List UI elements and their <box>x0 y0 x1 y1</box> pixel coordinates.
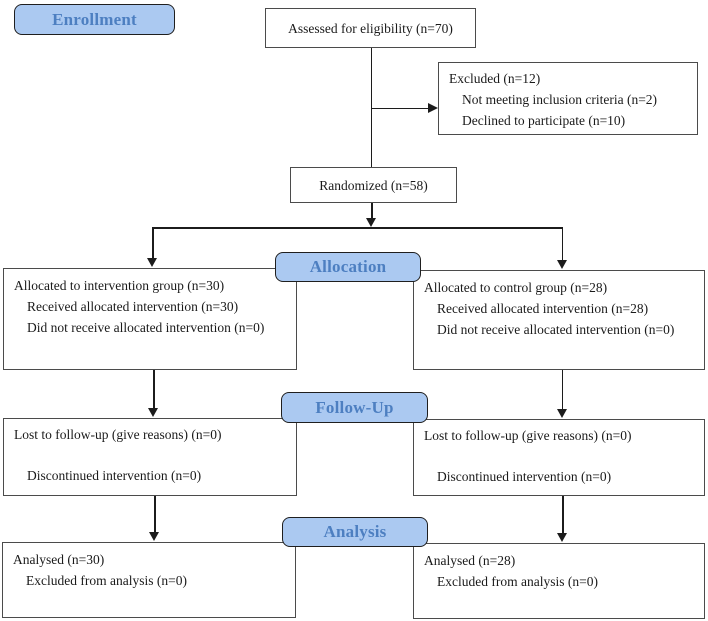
connector-line <box>562 496 564 533</box>
box-line: Did not receive allocated intervention (… <box>437 322 675 337</box>
arrowhead-right-icon <box>428 102 438 113</box>
analysis-intervention-box: Analysed (n=30) Excluded from analysis (… <box>2 542 296 618</box>
arrowhead-down-icon <box>149 532 160 541</box>
box-line: Did not receive allocated intervention (… <box>27 320 265 335</box>
box-line: Excluded from analysis (n=0) <box>437 574 598 589</box>
box-line: Excluded from analysis (n=0) <box>26 573 187 588</box>
connector-line <box>153 370 155 408</box>
box-line: Excluded (n=12) <box>449 71 541 86</box>
enrollment-stage-label: Enrollment <box>14 4 175 35</box>
box-line: Assessed for eligibility (n=70) <box>288 20 453 36</box>
arrowhead-down-icon <box>556 260 567 269</box>
allocation-stage-label: Allocation <box>275 252 421 282</box>
box-line: Received allocated intervention (n=28) <box>437 301 649 316</box>
box-line: Not meeting inclusion criteria (n=2) <box>462 92 658 107</box>
assessed-eligibility-box: Assessed for eligibility (n=70) <box>265 8 476 48</box>
followup-intervention-box: Lost to follow-up (give reasons) (n=0) D… <box>3 418 297 496</box>
box-line: Declined to participate (n=10) <box>462 113 626 128</box>
arrowhead-down-icon <box>557 533 568 542</box>
connector-line <box>561 370 563 409</box>
analysis-stage-label: Analysis <box>282 517 428 547</box>
intervention-group-box: Allocated to intervention group (n=30) R… <box>3 268 297 370</box>
box-line: Discontinued intervention (n=0) <box>27 468 202 483</box>
box-line: Allocated to control group (n=28) <box>424 280 608 295</box>
box-line: Randomized (n=58) <box>319 177 428 193</box>
followup-control-box: Lost to follow-up (give reasons) (n=0) D… <box>413 419 705 496</box>
connector-line <box>152 227 563 229</box>
box-line: Lost to follow-up (give reasons) (n=0) <box>14 427 222 442</box>
connector-line <box>152 227 154 258</box>
analysis-control-box: Analysed (n=28) Excluded from analysis (… <box>413 543 705 619</box>
arrowhead-down-icon <box>147 258 158 267</box>
box-line: Discontinued intervention (n=0) <box>437 469 612 484</box>
box-line: Lost to follow-up (give reasons) (n=0) <box>424 428 632 443</box>
randomized-box: Randomized (n=58) <box>290 167 457 203</box>
box-line: Allocated to intervention group (n=30) <box>14 278 225 293</box>
connector-line <box>371 203 373 219</box>
connector-line <box>371 107 428 109</box>
connector-line <box>154 496 156 532</box>
excluded-box: Excluded (n=12) Not meeting inclusion cr… <box>438 62 698 135</box>
box-line: Analysed (n=28) <box>424 553 516 568</box>
control-group-box: Allocated to control group (n=28) Receiv… <box>413 270 705 370</box>
connector-line <box>561 227 563 260</box>
arrowhead-down-icon <box>366 218 377 227</box>
followup-stage-label: Follow-Up <box>281 392 428 423</box>
arrowhead-down-icon <box>148 408 159 417</box>
box-line: Received allocated intervention (n=30) <box>27 299 239 314</box>
box-line: Analysed (n=30) <box>13 552 105 567</box>
arrowhead-down-icon <box>556 409 567 418</box>
